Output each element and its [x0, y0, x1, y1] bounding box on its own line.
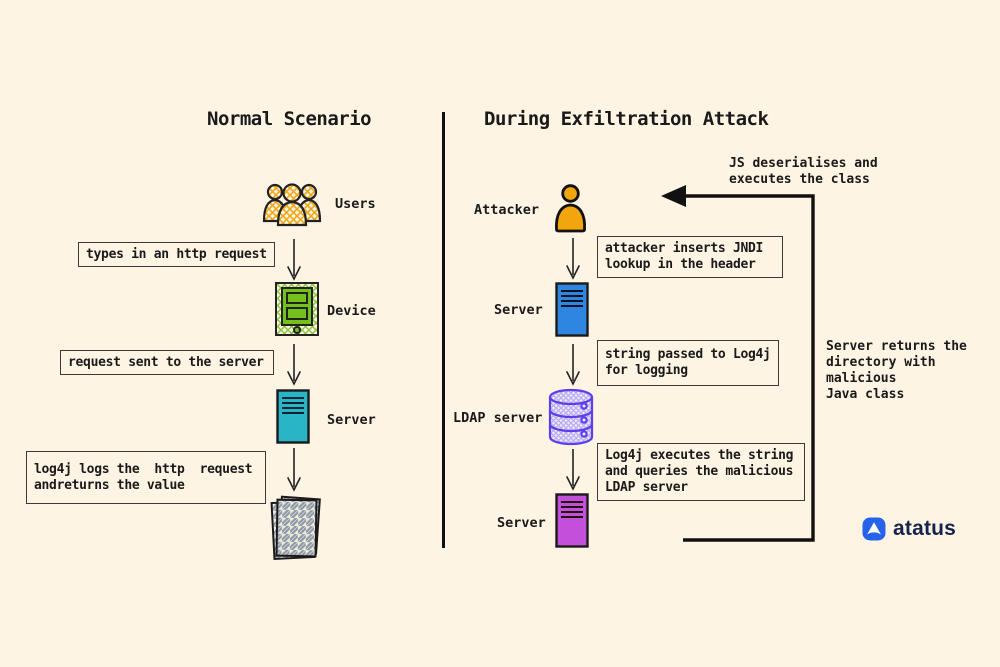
- step-box-log4j-logs: log4j logs the http request andreturns t…: [26, 451, 266, 504]
- mobile-device-icon: [274, 281, 320, 337]
- step-box-http-request: types in an http request: [78, 242, 275, 267]
- log-documents-icon: [266, 494, 324, 564]
- ldap-database-icon: [546, 388, 596, 446]
- server-icon: [555, 282, 589, 337]
- return-path-arrow: [655, 180, 830, 550]
- step-box-request-sent: request sent to the server: [60, 350, 274, 375]
- server-label: Server: [497, 515, 546, 531]
- attacker-person-icon: [551, 184, 591, 233]
- server-label: Server: [494, 302, 543, 318]
- attacker-label: Attacker: [474, 202, 540, 218]
- atatus-logo-icon: [862, 517, 886, 541]
- users-label: Users: [335, 196, 376, 212]
- step-box-jndi-lookup: attacker inserts JNDI lookup in the head…: [597, 236, 783, 278]
- arrow-down-icon: [286, 343, 302, 387]
- normal-scenario-title: Normal Scenario: [207, 108, 372, 130]
- server-label: Server: [327, 412, 376, 428]
- server-icon: [555, 493, 589, 548]
- arrow-down-icon: [286, 238, 302, 282]
- arrow-down-icon: [565, 448, 581, 492]
- arrow-down-icon: [565, 343, 581, 387]
- atatus-logo[interactable]: atatus: [862, 517, 956, 541]
- annotation-server-returns: Server returns the directory with malici…: [826, 339, 967, 402]
- section-divider-line: [442, 112, 445, 548]
- atatus-logo-text: atatus: [893, 517, 957, 540]
- users-group-icon: [262, 181, 322, 231]
- step-box-string-to-log4j: string passed to Log4j for logging: [597, 340, 779, 386]
- attack-scenario-title: During Exfiltration Attack: [484, 108, 769, 130]
- arrow-down-icon: [565, 237, 581, 281]
- step-box-log4j-executes: Log4j executes the string and queries th…: [597, 443, 805, 501]
- server-icon: [276, 389, 310, 444]
- device-label: Device: [327, 303, 376, 319]
- ldap-server-label: LDAP server: [453, 410, 543, 426]
- annotation-js-deserialises: JS deserialises and executes the class: [729, 156, 878, 187]
- arrow-down-icon: [286, 447, 302, 493]
